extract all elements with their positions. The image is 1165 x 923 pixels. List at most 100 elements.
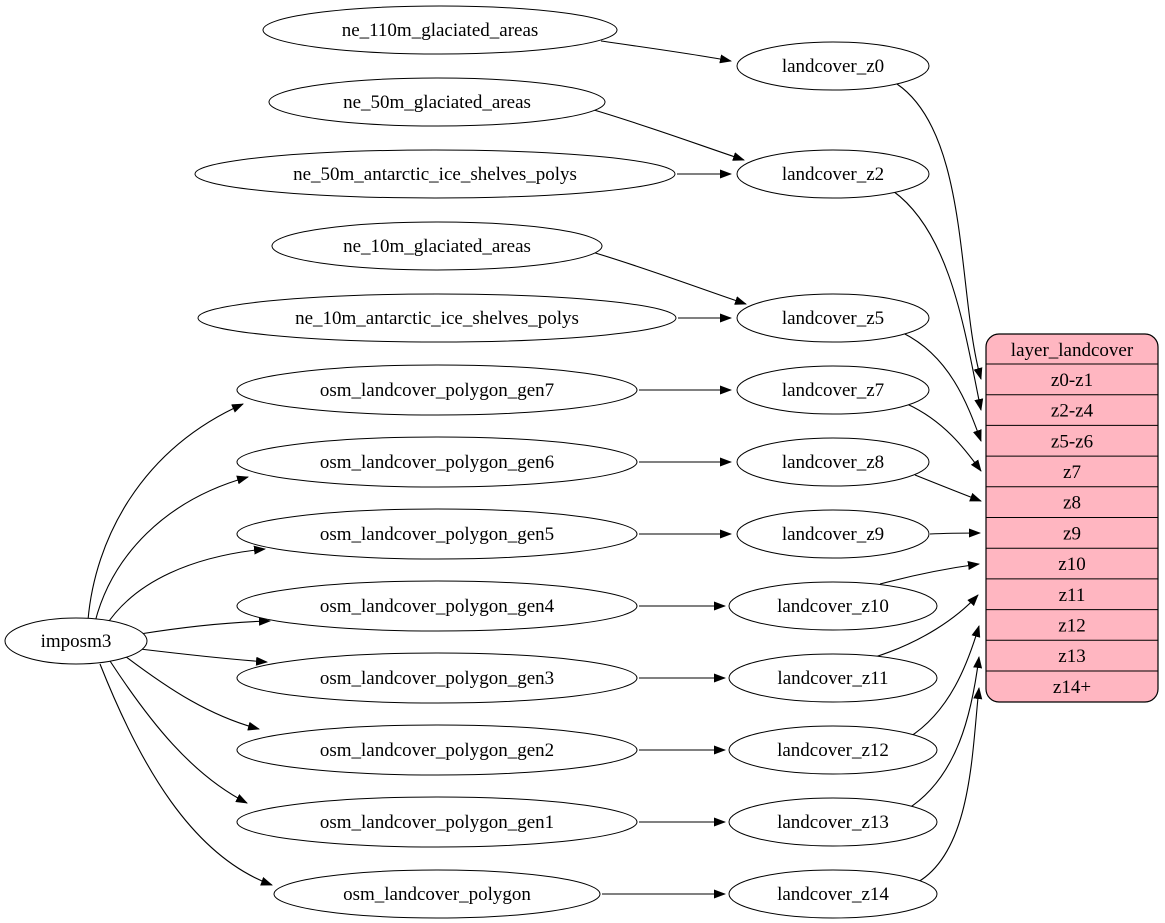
edge-ne110m-to-z0 — [600, 40, 732, 64]
edge-z0-to-row-z0-z1 — [896, 83, 983, 380]
edge-z7-to-row-z7 — [906, 403, 982, 472]
source-ellipse — [236, 508, 638, 560]
source-label: osm_landcover_polygon_gen2 — [320, 740, 554, 761]
source-label: osm_landcover_polygon_gen1 — [320, 812, 554, 833]
intermediate-label: landcover_z9 — [782, 524, 884, 545]
source-ellipse — [236, 796, 638, 848]
edge-imposm3-to-gen6 — [94, 475, 249, 623]
node-ne-50m-antarctic-ice-shelves-polys: ne_50m_antarctic_ice_shelves_polys — [194, 149, 676, 199]
intermediate-label: landcover_z0 — [782, 56, 884, 77]
node-osm-landcover-polygon-gen6: osm_landcover_polygon_gen6 — [236, 436, 638, 488]
intermediate-label: landcover_z8 — [782, 452, 884, 473]
source-ellipse — [236, 364, 638, 416]
table-row-z7: z7 — [1063, 462, 1081, 483]
edge-imposm3-to-gen3 — [139, 648, 268, 666]
table-header: layer_landcover — [1011, 340, 1134, 361]
node-landcover-z2: landcover_z2 — [736, 149, 930, 199]
source-ellipse — [236, 724, 638, 776]
source-ellipse — [268, 77, 606, 127]
node-landcover-z13: landcover_z13 — [728, 797, 938, 847]
source-label: osm_landcover_polygon_gen3 — [320, 668, 554, 689]
node-osm-landcover-polygon-gen7: osm_landcover_polygon_gen7 — [236, 364, 638, 416]
intermediate-label: landcover_z13 — [777, 812, 889, 833]
node-osm-landcover-polygon-gen1: osm_landcover_polygon_gen1 — [236, 796, 638, 848]
edge-ne50m-glaciated-to-z2 — [593, 109, 745, 161]
source-label: osm_landcover_polygon_gen5 — [320, 524, 554, 545]
source-label: ne_10m_antarctic_ice_shelves_polys — [295, 308, 579, 329]
node-ne-10m-antarctic-ice-shelves-polys: ne_10m_antarctic_ice_shelves_polys — [197, 293, 677, 343]
intermediate-label: landcover_z11 — [777, 668, 888, 689]
edge-z9-to-row-z9 — [929, 528, 981, 538]
edge-imposm3-to-polygon — [99, 663, 273, 886]
table-row-z9: z9 — [1063, 523, 1081, 544]
edge-z12-to-row-z12 — [907, 625, 981, 739]
source-ellipse — [194, 149, 676, 199]
node-imposm3: imposm3 — [4, 617, 148, 665]
source-ellipse — [236, 652, 638, 704]
edge-ne10m-glaciated-to-z5 — [591, 251, 747, 305]
table-row-z5-z6: z5-z6 — [1051, 431, 1093, 452]
node-osm-landcover-polygon-gen4: osm_landcover_polygon_gen4 — [236, 580, 638, 632]
imposm3-label: imposm3 — [41, 631, 112, 652]
source-ellipse — [236, 436, 638, 488]
table-layer-landcover: layer_landcover z0-z1 z2-z4 z5-z6 z7 z8 … — [985, 333, 1159, 703]
node-landcover-z8: landcover_z8 — [736, 437, 930, 487]
intermediate-ellipse — [728, 797, 938, 847]
node-ne-110m-glaciated-areas: ne_110m_glaciated_areas — [262, 5, 618, 55]
intermediate-ellipse — [728, 653, 938, 703]
node-ne-10m-glaciated-areas: ne_10m_glaciated_areas — [271, 221, 603, 271]
node-landcover-z10: landcover_z10 — [728, 581, 938, 631]
source-label: ne_110m_glaciated_areas — [342, 20, 539, 41]
node-landcover-z5: landcover_z5 — [736, 293, 930, 343]
edge-group — [87, 40, 984, 899]
source-ellipse — [273, 869, 601, 919]
intermediate-ellipse — [728, 869, 938, 919]
intermediate-label: landcover_z14 — [777, 884, 889, 905]
node-osm-landcover-polygon-gen5: osm_landcover_polygon_gen5 — [236, 508, 638, 560]
table-row-z14plus: z14+ — [1053, 677, 1091, 698]
edge-imposm3-to-gen2 — [124, 655, 260, 731]
table-row-z10: z10 — [1058, 554, 1085, 575]
edge-z14-to-row-z14plus — [917, 687, 983, 883]
edge-imposm3-to-gen4 — [139, 616, 271, 635]
intermediate-ellipse — [736, 509, 930, 559]
edge-imposm3-to-gen1 — [109, 660, 248, 804]
source-label: ne_50m_glaciated_areas — [343, 92, 531, 113]
intermediate-ellipse — [736, 437, 930, 487]
edge-z5-to-row-z5-z6 — [902, 332, 982, 442]
source-label: osm_landcover_polygon_gen7 — [320, 380, 554, 401]
edge-z11-to-row-z11 — [874, 594, 979, 658]
source-ellipse — [262, 5, 618, 55]
intermediate-ellipse — [728, 725, 938, 775]
edge-imposm3-to-gen7 — [87, 403, 244, 621]
node-landcover-z11: landcover_z11 — [728, 653, 938, 703]
intermediate-label: landcover_z10 — [777, 596, 889, 617]
source-label: ne_10m_glaciated_areas — [343, 236, 531, 257]
edge-z13-to-row-z13 — [905, 656, 983, 811]
node-landcover-z12: landcover_z12 — [728, 725, 938, 775]
edge-z10-to-row-z10 — [879, 561, 980, 585]
source-label: osm_landcover_polygon — [343, 884, 531, 905]
edge-imposm3-to-gen5 — [104, 545, 266, 628]
table-row-z13: z13 — [1058, 646, 1085, 667]
intermediate-ellipse — [736, 293, 930, 343]
node-ne-50m-glaciated-areas: ne_50m_glaciated_areas — [268, 77, 606, 127]
node-landcover-z7: landcover_z7 — [736, 365, 930, 415]
node-landcover-z14: landcover_z14 — [728, 869, 938, 919]
node-osm-landcover-polygon-gen2: osm_landcover_polygon_gen2 — [236, 724, 638, 776]
intermediate-label: landcover_z5 — [782, 308, 884, 329]
table-row-z8: z8 — [1063, 493, 1081, 514]
intermediate-ellipse — [736, 149, 930, 199]
intermediate-label: landcover_z2 — [782, 164, 884, 185]
node-osm-landcover-polygon: osm_landcover_polygon — [273, 869, 601, 919]
source-ellipse — [271, 221, 603, 271]
node-osm-landcover-polygon-gen3: osm_landcover_polygon_gen3 — [236, 652, 638, 704]
table-row-z0-z1: z0-z1 — [1051, 370, 1093, 391]
source-label: osm_landcover_polygon_gen4 — [320, 596, 555, 617]
table-row-z12: z12 — [1058, 616, 1085, 637]
table-row-z11: z11 — [1059, 585, 1086, 606]
intermediate-label: landcover_z12 — [777, 740, 889, 761]
source-ellipse — [197, 293, 677, 343]
